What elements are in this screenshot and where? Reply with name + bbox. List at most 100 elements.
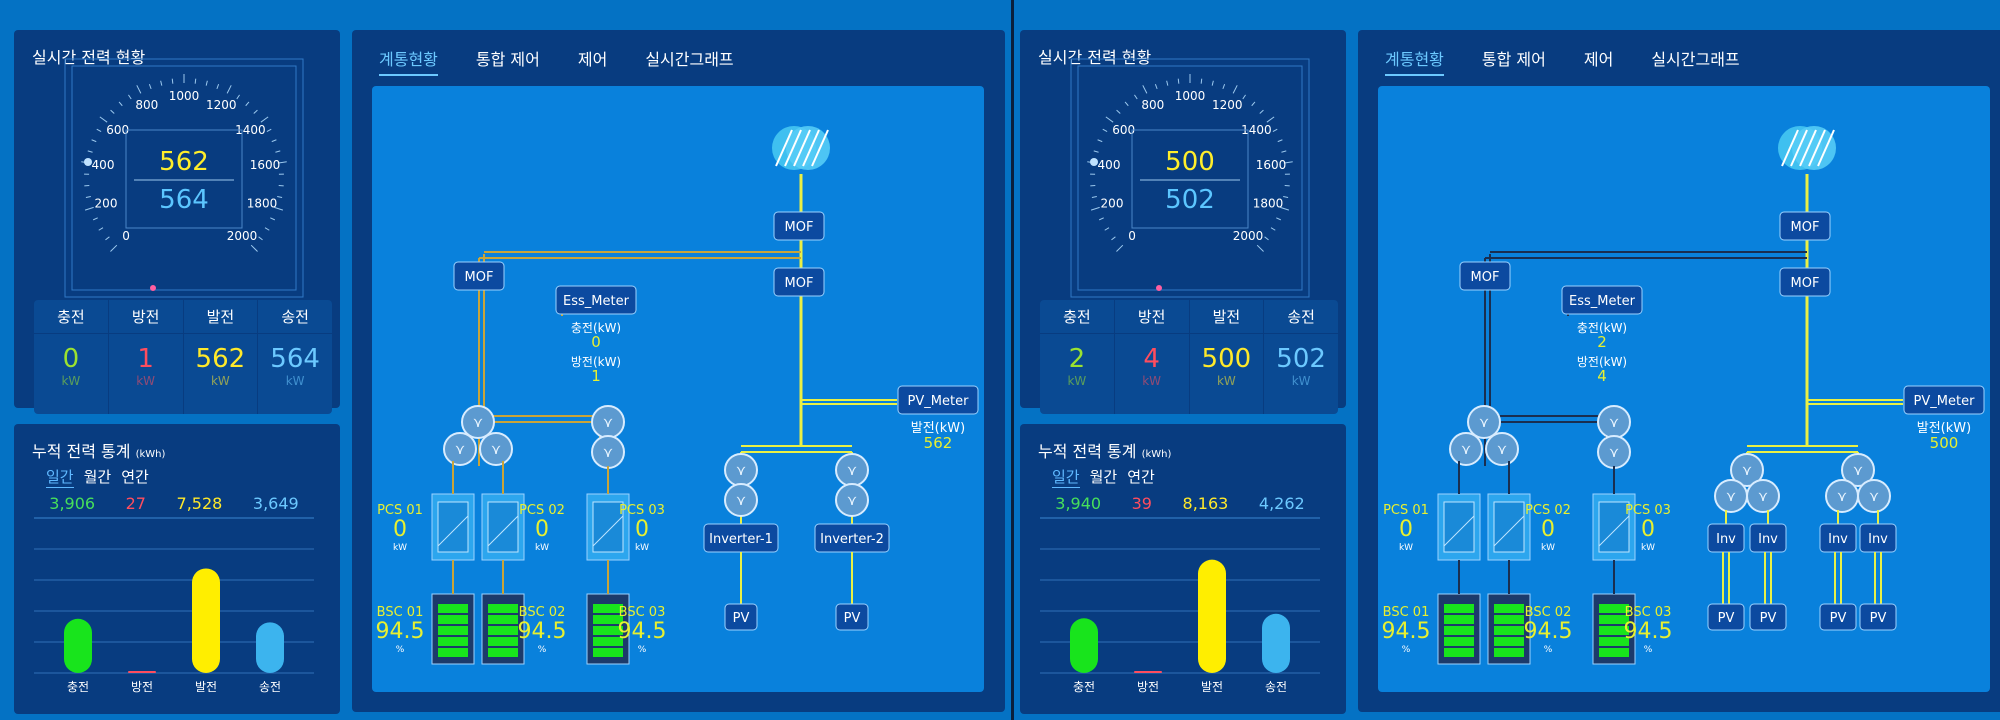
ess-meter-button[interactable] <box>555 285 637 315</box>
svg-text:⋎: ⋎ <box>603 445 613 461</box>
stats-bar-label: 발전 <box>195 680 217 694</box>
stats-unit: (kWh) <box>135 449 166 460</box>
transformer-icon: ⋎ <box>1746 479 1780 513</box>
inverter-button[interactable] <box>1707 523 1745 553</box>
pv-button[interactable] <box>1819 603 1857 631</box>
pv-button-label: PV <box>1830 611 1847 626</box>
svg-text:⋎: ⋎ <box>1479 415 1489 431</box>
pv-button[interactable] <box>1707 603 1745 631</box>
charge-label: 충전(kW) <box>571 321 621 335</box>
mof-ess-button[interactable] <box>453 261 505 291</box>
gauge-tick-label: 200 <box>95 196 118 210</box>
tab-2[interactable]: 제어 <box>577 50 608 69</box>
summary-unit: kW <box>1067 374 1087 388</box>
summary-value: 500 <box>1201 344 1252 374</box>
charge-label: 충전(kW) <box>1577 321 1627 335</box>
transformer-icon: ⋎ <box>1597 435 1631 469</box>
stats-tab[interactable]: 월간 <box>1089 468 1118 486</box>
stats-tab[interactable]: 일간 <box>1052 468 1080 488</box>
gauge-tick-label: 2000 <box>1233 229 1264 243</box>
stats-unit: (kWh) <box>1141 449 1172 460</box>
pcs-value: 0 <box>1541 517 1555 542</box>
battery-rack-icon <box>481 593 525 665</box>
stats-tab[interactable]: 월간 <box>83 468 112 486</box>
mof-main-button[interactable] <box>1779 211 1831 241</box>
mof-main-button-label: MOF <box>1791 220 1820 235</box>
summary-label: 발전 <box>1189 300 1264 334</box>
gauge-transmission-value: 502 <box>1165 185 1215 215</box>
panel-title: 누적 전력 통계 (kWh) <box>32 438 165 462</box>
mof-pv-button[interactable] <box>773 267 825 297</box>
pcs-name: PCS 03 <box>1625 503 1671 518</box>
stats-bar <box>1262 613 1290 673</box>
svg-text:⋎: ⋎ <box>1742 463 1752 479</box>
mof-pv-button[interactable] <box>1779 267 1831 297</box>
bsc-value: 94.5 <box>618 619 667 644</box>
stats-bar <box>128 671 156 673</box>
pv-meter-button[interactable] <box>897 385 979 415</box>
mof-main-button-label: MOF <box>785 220 814 235</box>
stats-tab[interactable]: 일간 <box>46 468 74 488</box>
pv-button[interactable] <box>1859 603 1897 631</box>
stats-value: 3,906 <box>49 494 96 513</box>
summary-unit: kW <box>136 374 156 388</box>
stats-bar <box>64 618 92 673</box>
summary-value: 2 <box>1068 344 1086 374</box>
tab-3[interactable]: 실시간그래프 <box>1651 50 1740 69</box>
mof-main-button[interactable] <box>773 211 825 241</box>
gauge-pointer-dot <box>150 285 156 291</box>
bsc-value: 94.5 <box>1524 619 1573 644</box>
mof-ess-button[interactable] <box>1459 261 1511 291</box>
pv-button[interactable] <box>1749 603 1787 631</box>
transformer-icon: ⋎ <box>461 405 495 439</box>
stats-bar <box>1134 671 1162 673</box>
gauge-tick-label: 200 <box>1101 196 1124 210</box>
pv-button-label: PV <box>1718 611 1735 626</box>
stats-tab[interactable]: 연간 <box>1127 468 1155 486</box>
pv-button[interactable] <box>835 603 869 631</box>
tab-0[interactable]: 계통현황 <box>379 46 438 76</box>
bsc-unit: % <box>1644 645 1653 655</box>
pcs-name: PCS 02 <box>1525 503 1571 518</box>
stats-bar-label: 방전 <box>131 680 153 694</box>
grid-logo-icon <box>1778 126 1836 170</box>
inverter-button[interactable] <box>1749 523 1787 553</box>
ess-meter-button[interactable] <box>1561 285 1643 315</box>
tab-3[interactable]: 실시간그래프 <box>645 50 734 69</box>
tab-2[interactable]: 제어 <box>1583 50 1614 69</box>
svg-text:⋎: ⋎ <box>1758 489 1768 505</box>
pcs-cabinet-icon <box>1437 493 1481 561</box>
summary-unit: kW <box>210 374 230 388</box>
inverter-button[interactable] <box>1819 523 1857 553</box>
stats-bar <box>1198 559 1226 673</box>
summary-unit: kW <box>285 374 305 388</box>
bsc-unit: % <box>1544 645 1553 655</box>
pcs-name: PCS 03 <box>619 503 665 518</box>
summary-unit: kW <box>61 374 81 388</box>
stats-value: 3,940 <box>1055 494 1102 513</box>
pcs-value: 0 <box>1399 517 1413 542</box>
transformer-icon: ⋎ <box>724 453 758 487</box>
summary-value: 564 <box>270 344 320 374</box>
gauge-transmission-value: 564 <box>159 185 209 215</box>
gauge-pointer-dot <box>1156 285 1162 291</box>
gauge-generation-value: 562 <box>159 147 209 177</box>
pv-button[interactable] <box>724 603 758 631</box>
tab-1[interactable]: 통합 제어 <box>475 50 540 69</box>
battery-rack-icon <box>1592 593 1636 665</box>
pv-meter-button[interactable] <box>1903 385 1985 415</box>
inverter-button-label: Inv <box>1758 532 1778 547</box>
tab-0[interactable]: 계통현황 <box>1385 46 1444 76</box>
summary-label: 송전 <box>1264 300 1338 334</box>
tab-1[interactable]: 통합 제어 <box>1481 50 1546 69</box>
svg-text:⋎: ⋎ <box>473 415 483 431</box>
inverter-button[interactable] <box>1859 523 1897 553</box>
pv-button-label: PV <box>733 611 750 626</box>
stats-tab[interactable]: 연간 <box>121 468 149 486</box>
